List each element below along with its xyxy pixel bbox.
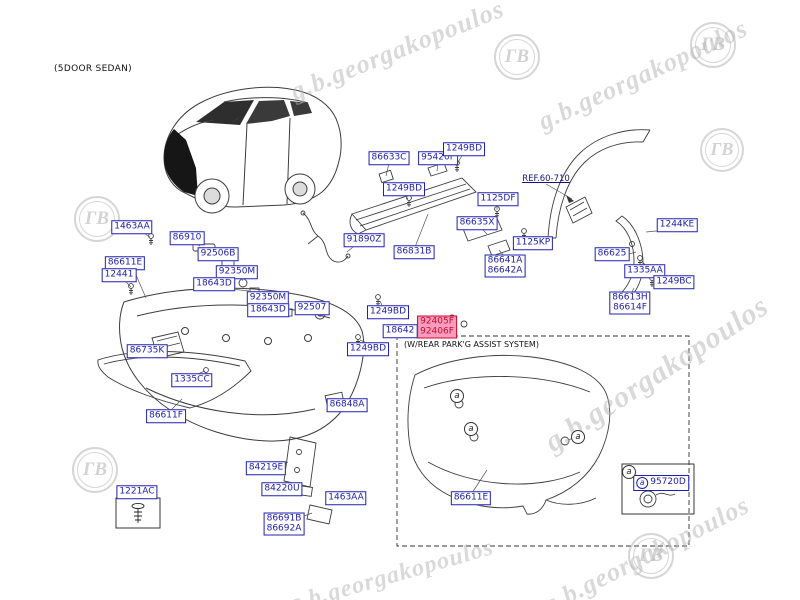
- part-label-84219e[interactable]: 84219E: [245, 461, 287, 475]
- part-label-1335cc[interactable]: 1335CC: [171, 373, 213, 387]
- part-label-92506b[interactable]: 92506B: [197, 247, 239, 261]
- part-label-86611f[interactable]: 86611F: [146, 409, 186, 423]
- part-label-84220u[interactable]: 84220U: [261, 482, 303, 496]
- part-label-86831b[interactable]: 86831B: [393, 245, 435, 259]
- part-label-92507[interactable]: 92507: [294, 301, 330, 315]
- callout-a-marker: a: [464, 422, 478, 436]
- part-label-1463aa[interactable]: 1463AA: [111, 220, 153, 234]
- part-label-1249bd[interactable]: 1249BD: [366, 305, 410, 319]
- wiring-harness: [300, 210, 351, 263]
- part-label-86625[interactable]: 86625: [594, 247, 630, 261]
- part-label-1125kp[interactable]: 1125KP: [512, 236, 554, 250]
- part-label-92350m[interactable]: 92350M: [215, 265, 259, 279]
- part-label-1125df[interactable]: 1125DF: [477, 192, 519, 206]
- callout-a-marker: a: [622, 465, 636, 479]
- car-illustration: [163, 86, 342, 214]
- park-assist-box: [396, 335, 695, 547]
- callout-a-marker: a: [450, 389, 464, 403]
- part-label-86635x[interactable]: 86635X: [456, 216, 498, 230]
- part-label-86735k[interactable]: 86735K: [126, 344, 168, 358]
- assist-system-label: (W/REAR PARK'G ASSIST SYSTEM): [404, 340, 539, 349]
- callout-a-icon: a: [636, 477, 649, 489]
- part-label-18643d[interactable]: 18643D: [193, 277, 235, 291]
- part-label-18642[interactable]: 18642: [382, 324, 418, 338]
- part-label-1249bc[interactable]: 1249BC: [653, 275, 695, 289]
- variant-note: (5DOOR SEDAN): [54, 64, 132, 74]
- part-label-1249bd[interactable]: 1249BD: [346, 342, 390, 356]
- part-label-1221ac[interactable]: 1221AC: [116, 485, 158, 499]
- part-label-18643d[interactable]: 18643D: [247, 303, 289, 317]
- part-label-86848a[interactable]: 86848A: [326, 398, 368, 412]
- ref-label[interactable]: REF.60-710: [522, 174, 570, 184]
- part-label-1335aa[interactable]: 1335AA: [624, 264, 666, 278]
- part-label-1249bd[interactable]: 1249BD: [442, 142, 486, 156]
- part-label-1463aa[interactable]: 1463AA: [325, 491, 367, 505]
- part-label-86910[interactable]: 86910: [169, 231, 205, 245]
- part-label-91890z[interactable]: 91890Z: [343, 233, 385, 247]
- ref-arrowhead: [566, 195, 574, 203]
- callout-a-marker: a: [571, 430, 585, 444]
- part-label-12441[interactable]: 12441: [101, 268, 137, 282]
- part-label-86633c[interactable]: 86633C: [368, 151, 410, 165]
- part-label-1249bd[interactable]: 1249BD: [382, 182, 426, 196]
- part-label-1244ke[interactable]: 1244KE: [656, 218, 698, 232]
- part-label-86611e[interactable]: 86611E: [450, 491, 492, 505]
